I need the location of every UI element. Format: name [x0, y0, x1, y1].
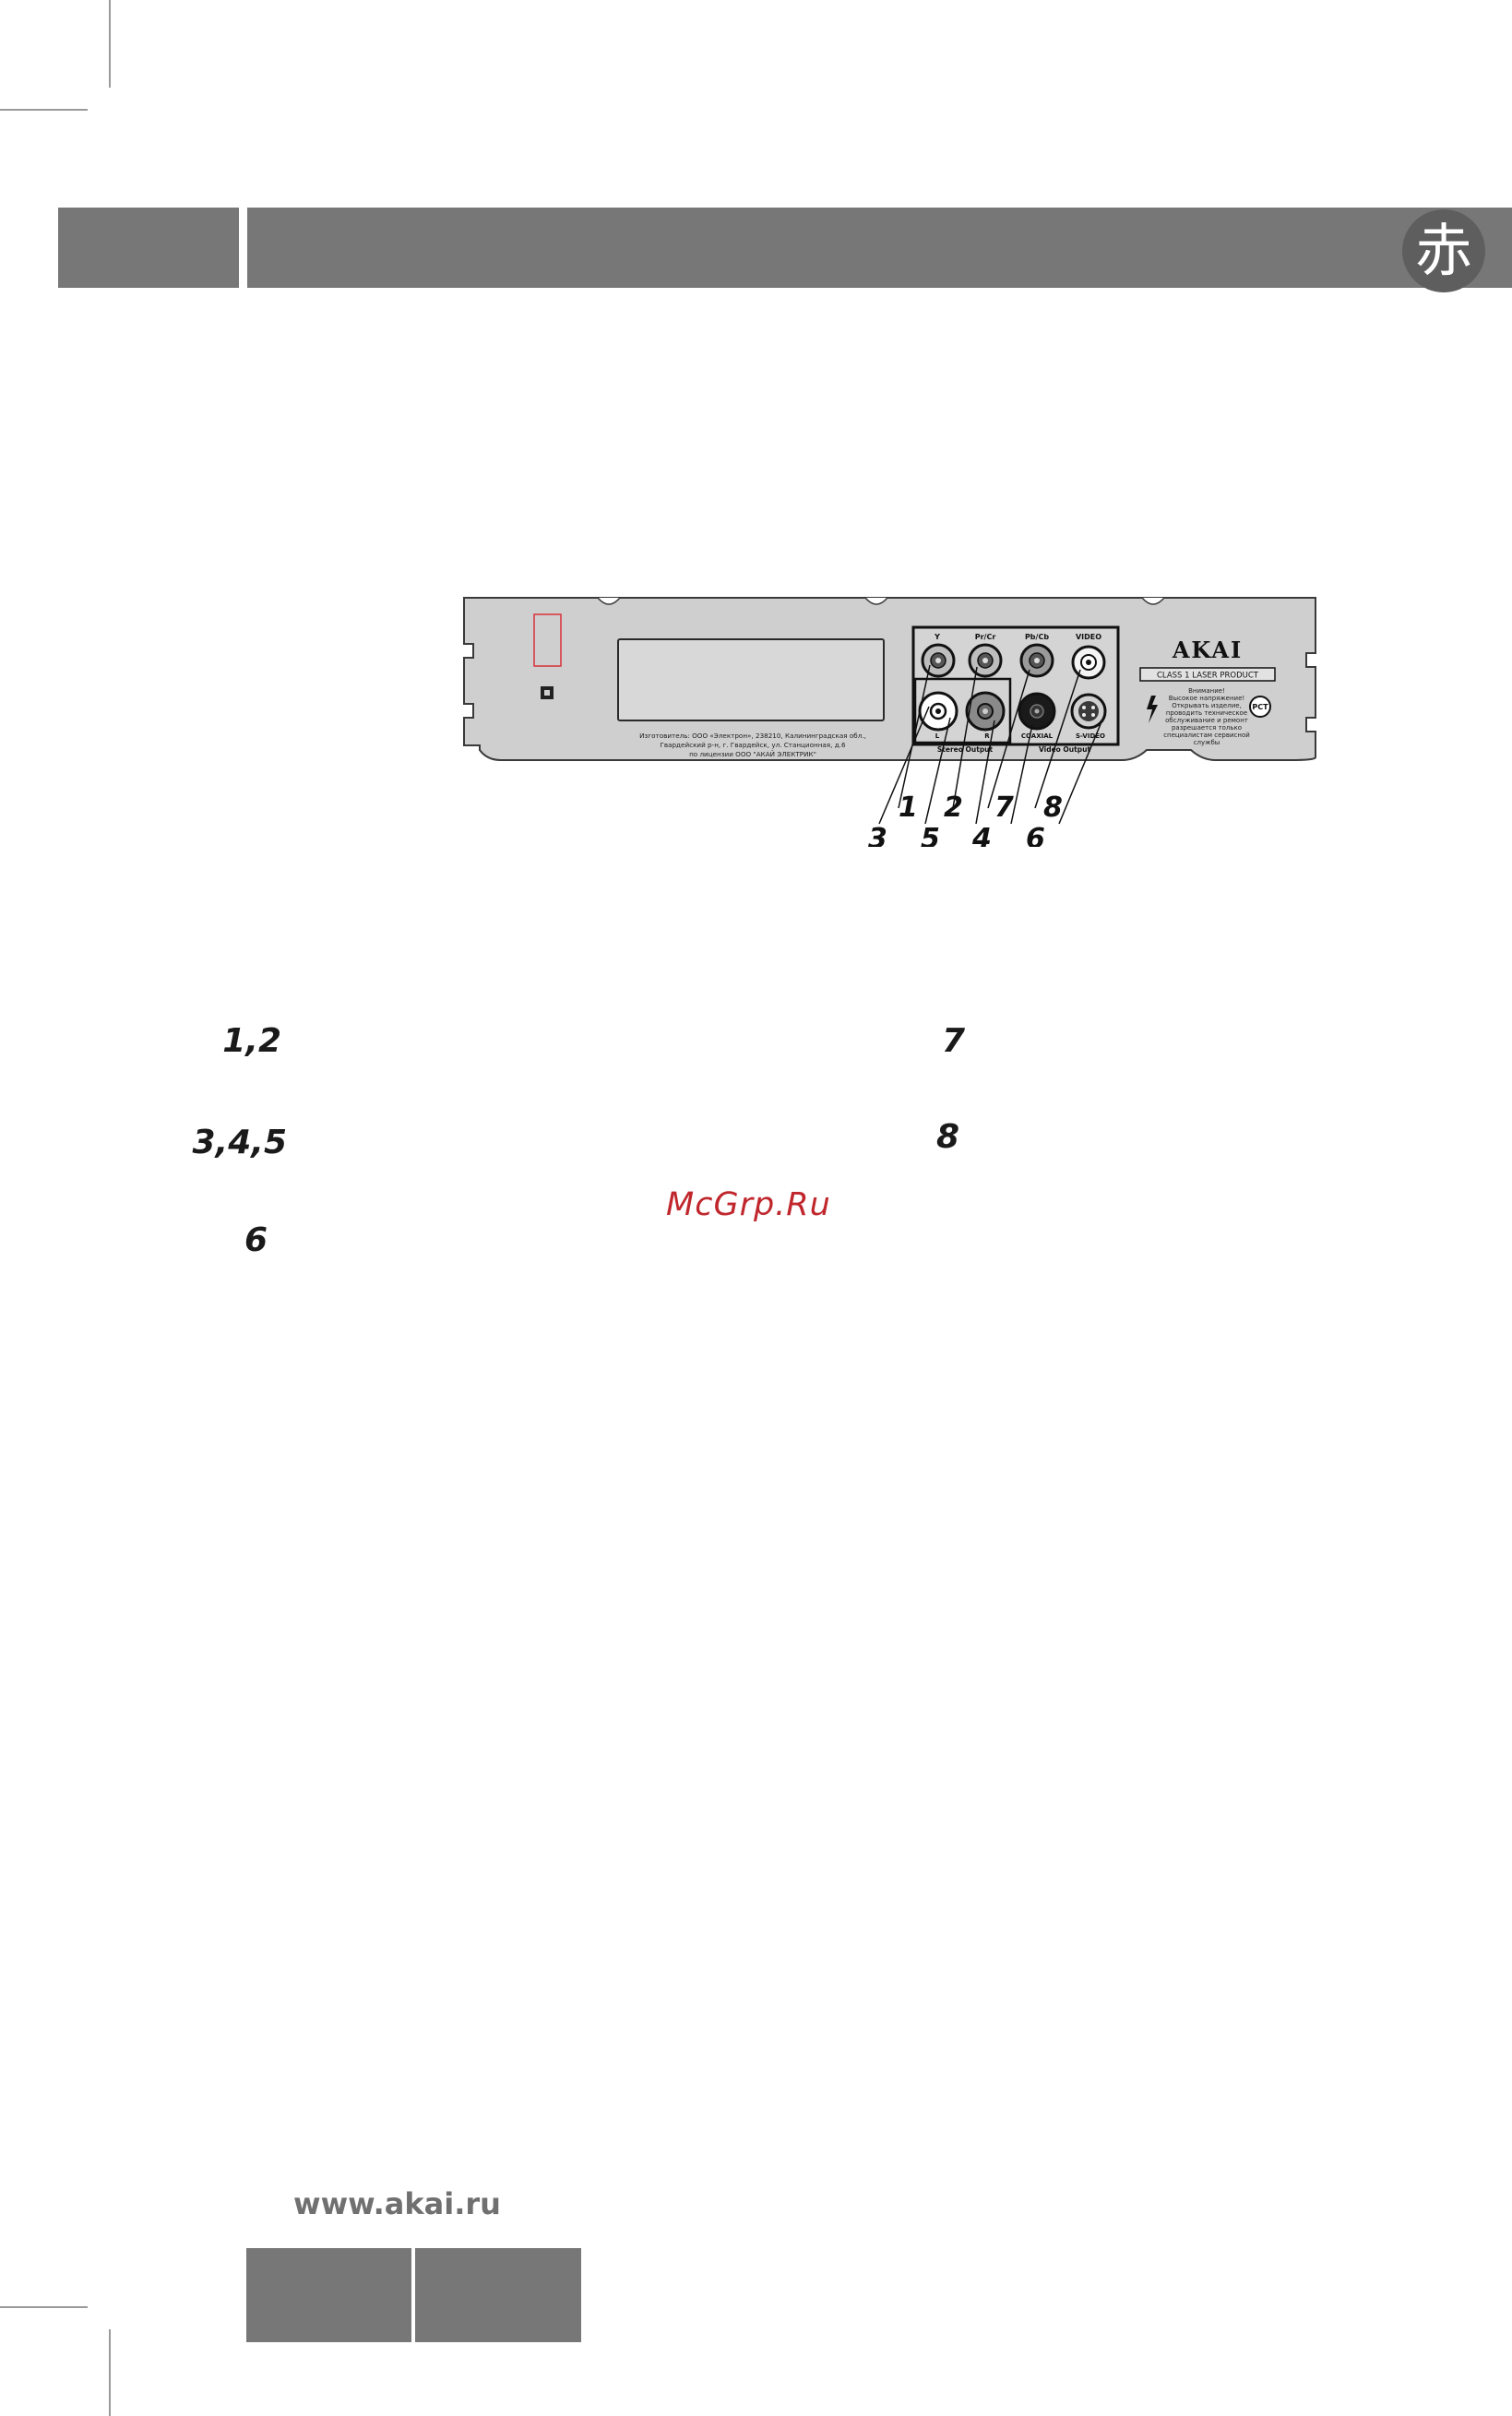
svg-text:Высокое напряжение!: Высокое напряжение! [1169, 695, 1244, 702]
jack-pb [1019, 643, 1054, 678]
jack-label-y: Y [934, 633, 940, 641]
crop-mark-bottom-horizontal [0, 2306, 88, 2308]
stereo-output-box [913, 677, 1012, 744]
legend-item-1-2: 1,2 [222, 1022, 281, 1060]
svg-text:Открывать изделие,: Открывать изделие, [1172, 702, 1242, 709]
crop-mark-bottom-vertical [109, 2329, 111, 2416]
high-voltage-icon [1147, 696, 1158, 723]
callout-3: 3 [868, 823, 887, 847]
svg-text:специалистам сервисной: специалистам сервисной [1163, 732, 1250, 739]
jack-label-svideo: S-VIDEO [1076, 732, 1105, 740]
callout-8: 8 [1043, 791, 1063, 824]
crop-mark-top-horizontal [0, 109, 88, 111]
legend-item-8: 8 [935, 1118, 959, 1156]
svg-text:Внимание!: Внимание! [1188, 687, 1225, 695]
callout-7: 7 [994, 791, 1014, 824]
brand-logo: AKAI [1172, 637, 1243, 663]
jack-s-video [1070, 693, 1107, 730]
manufacturer-line-1: Изготовитель: ООО «Электрон», 238210, Ка… [639, 732, 866, 740]
group-label-video: Video Output [1039, 745, 1090, 754]
legend-item-7: 7 [941, 1022, 965, 1060]
group-label-stereo: Stereo Output [937, 745, 994, 754]
svg-text:проводить техническое: проводить техническое [1166, 709, 1247, 717]
callout-6: 6 [1026, 823, 1045, 847]
warning-text: Внимание! Высокое напряжение! Открывать … [1163, 687, 1250, 746]
jack-label-r: R [984, 732, 990, 740]
footer-page-block-right [415, 2248, 581, 2342]
callout-2: 2 [944, 791, 963, 824]
legend-item-3-4-5: 3,4,5 [192, 1124, 288, 1161]
label-plate [617, 638, 885, 721]
jack-pr [968, 643, 1003, 678]
jack-label-video: VIDEO [1076, 633, 1101, 641]
crop-mark-top-vertical [109, 0, 111, 88]
vent-marker [533, 613, 562, 667]
svg-text:РСТ: РСТ [1252, 703, 1268, 711]
laser-class-label: CLASS 1 LASER PRODUCT [1157, 672, 1259, 681]
jack-label-pr: Pr/Cr [975, 633, 996, 641]
jack-coaxial [1018, 692, 1056, 731]
header-tab-block [58, 208, 239, 288]
laser-class-box [1139, 667, 1276, 682]
callout-4: 4 [971, 823, 992, 847]
dvd-player-rear-panel: Изготовитель: ООО «Электрон», 238210, Ка… [463, 597, 1316, 847]
footer-page-block-left [246, 2248, 411, 2342]
svg-text:разрешается только: разрешается только [1172, 724, 1242, 732]
legend-item-6: 6 [244, 1221, 268, 1259]
svg-text:службы: службы [1194, 739, 1220, 746]
jack-label-coaxial: COAXIAL [1021, 732, 1054, 740]
watermark-text: McGrp.Ru [666, 1186, 831, 1223]
jack-label-pb: Pb/Cb [1025, 633, 1049, 641]
jack-y [921, 643, 956, 678]
callout-1: 1 [899, 791, 918, 824]
jack-video [1071, 645, 1106, 680]
jack-audio-l [918, 691, 958, 732]
manufacturer-line-3: по лицензии ООО "АКАЙ ЭЛЕКТРИК" [689, 750, 816, 758]
certification-mark-icon: РСТ [1249, 696, 1271, 718]
svg-text:обслуживание и ремонт: обслуживание и ремонт [1165, 717, 1248, 724]
kanji-logo-icon: 赤 [1402, 209, 1485, 292]
callout-5: 5 [921, 823, 940, 847]
header-title-bar [247, 208, 1512, 288]
footer-website-link[interactable]: www.akai.ru [293, 2186, 501, 2221]
jack-label-l: L [935, 732, 940, 740]
jack-audio-r [965, 691, 1006, 732]
manufacturer-line-2: Гвардейский р-н, г. Гвардейск, ул. Станц… [660, 741, 845, 749]
